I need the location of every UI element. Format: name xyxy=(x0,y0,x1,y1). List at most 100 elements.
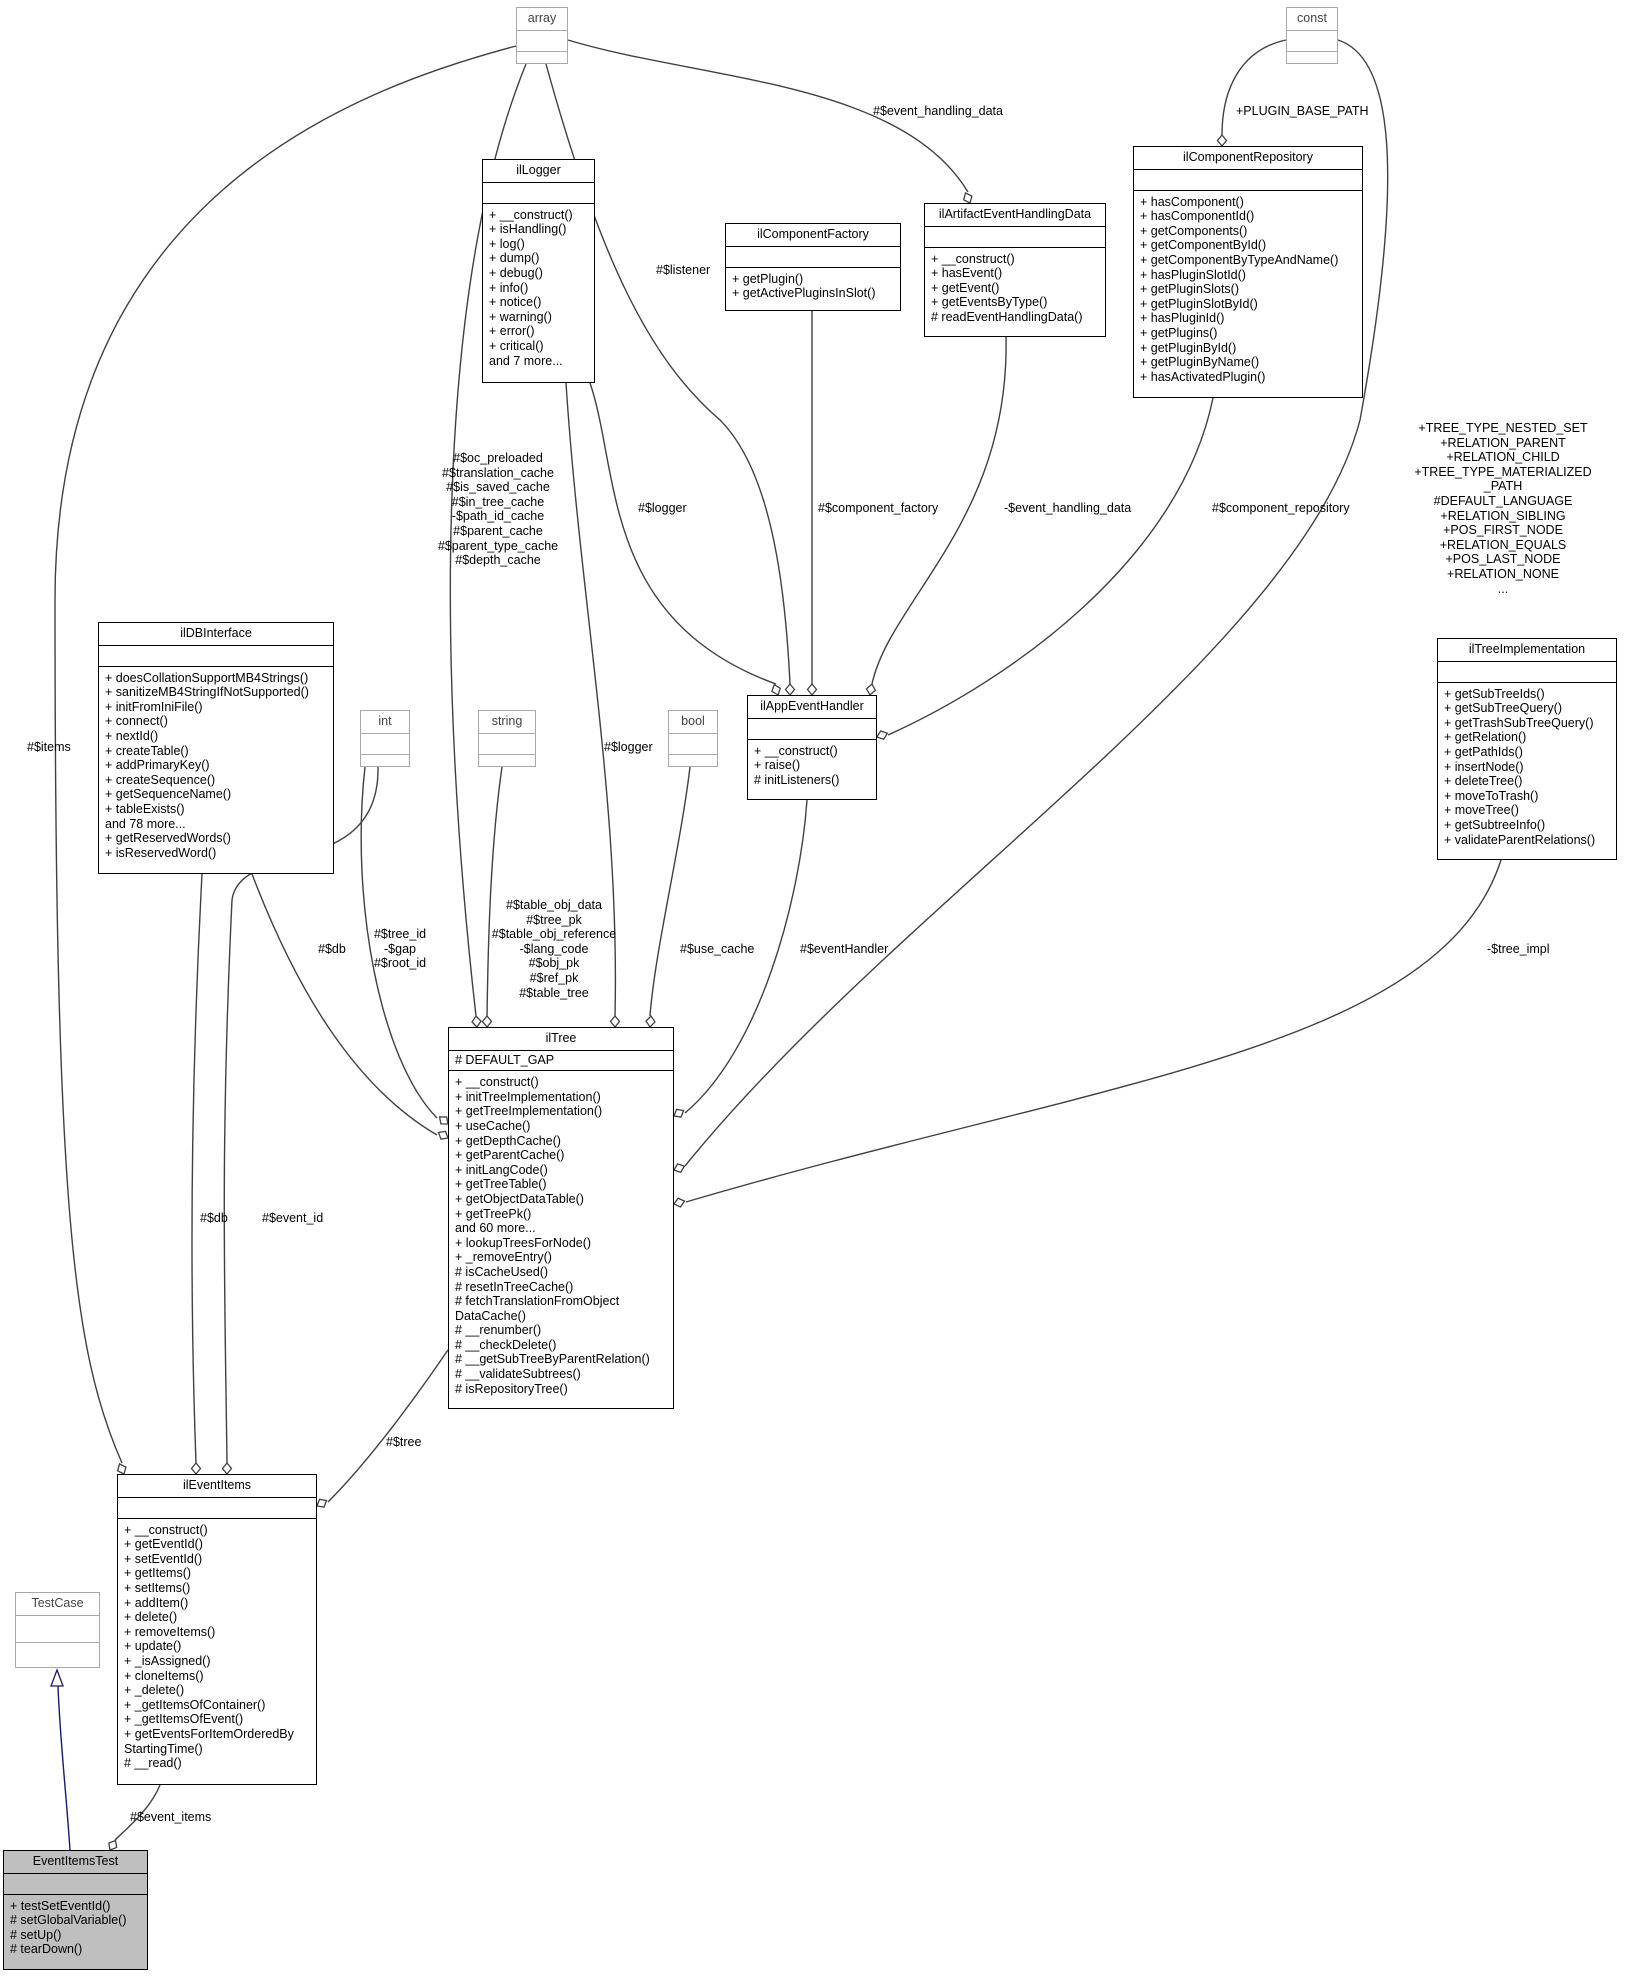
node-ildbinterface[interactable]: ilDBInterface + doesCollationSupportMB4S… xyxy=(98,622,334,874)
edge-label-line: +TREE_TYPE_NESTED_SET xyxy=(1418,421,1588,435)
edge-plugin-base-path-diamond xyxy=(1216,133,1228,148)
node-title: ilDBInterface xyxy=(180,626,252,640)
edge-db-items xyxy=(191,873,203,1464)
edge-label-items: #$items xyxy=(27,740,71,754)
class-method: + getEventsForItemOrderedBy xyxy=(124,1726,294,1741)
class-method: + getComponentByTypeAndName() xyxy=(1140,252,1339,267)
node-bool[interactable]: bool xyxy=(668,710,718,767)
edge-tree-constants-diamond xyxy=(673,1163,686,1174)
class-method: StartingTime() xyxy=(124,1741,203,1756)
method-section: + doesCollationSupportMB4Strings()+ sani… xyxy=(99,665,333,861)
edge-label-line: #$tree_id xyxy=(373,927,427,941)
edge-label-tree-impl: -$tree_impl xyxy=(1487,942,1550,956)
class-method: # __getSubTreeByParentRelation() xyxy=(455,1352,650,1367)
class-method: + delete() xyxy=(124,1610,178,1625)
class-method: + __construct() xyxy=(124,1522,208,1537)
method-section: + hasComponent()+ hasComponentId()+ getC… xyxy=(1134,189,1362,385)
edge-label-line: #$table_obj_data xyxy=(506,898,602,912)
class-method: + getEventsByType() xyxy=(931,295,1048,310)
edge-label-int-fields: #$tree_id-$gap#$root_id xyxy=(360,927,440,971)
class-method: + log() xyxy=(489,236,525,251)
node-title: ilTree xyxy=(545,1031,577,1045)
edge-event-handling-data-private-diamond xyxy=(865,683,877,697)
edge-label-line: #$is_saved_cache xyxy=(446,480,550,495)
attribute-section xyxy=(99,644,333,666)
class-method: + getEvent() xyxy=(931,280,1000,295)
edge-label-event-handling-data-private: -$event_handling_data xyxy=(1004,501,1132,515)
node-illogger[interactable]: ilLogger + __construct()+ isHandling()+ … xyxy=(482,159,595,383)
node-title: ilLogger xyxy=(516,163,561,177)
node-title: int xyxy=(378,714,392,728)
edge-label-line: #$root_id xyxy=(373,956,427,971)
edge-label-line: +TREE_TYPE_MATERIALIZED xyxy=(1414,464,1592,479)
edge-label-event-handler: #$eventHandler xyxy=(800,942,889,956)
class-attribute: # DEFAULT_GAP xyxy=(455,1052,555,1067)
class-method: + lookupTreesForNode() xyxy=(455,1235,592,1250)
edge-label-line: -$lang_code xyxy=(519,941,589,956)
class-method: + tableExists() xyxy=(105,801,185,816)
node-array[interactable]: array xyxy=(516,7,568,64)
class-method: + raise() xyxy=(754,758,801,773)
node-ilcomponentfactory[interactable]: ilComponentFactory + getPlugin()+ getAct… xyxy=(725,223,901,311)
edge-label-line: +RELATION_NONE xyxy=(1447,566,1559,581)
class-method: and 78 more... xyxy=(105,816,186,831)
class-method: + useCache() xyxy=(455,1118,531,1133)
edge-label-caches: #$oc_preloaded#$translation_cache#$is_sa… xyxy=(430,451,566,568)
edge-int-fields-diamond xyxy=(438,1116,449,1125)
method-section: + getPlugin()+ getActivePluginsInSlot() xyxy=(726,266,900,301)
edge-event-handling-data-private xyxy=(871,336,1007,685)
node-string[interactable]: string xyxy=(478,710,536,767)
edge-label-line: +POS_LAST_NODE xyxy=(1445,552,1561,567)
node-ilappeventhandler[interactable]: ilAppEventHandler + __construct()+ raise… xyxy=(747,695,877,800)
class-method: + _removeEntry() xyxy=(455,1250,552,1265)
edge-component-repository-diamond xyxy=(876,730,889,741)
method-section: + __construct()+ raise()# initListeners(… xyxy=(748,738,876,788)
class-method: + getTrashSubTreeQuery() xyxy=(1444,715,1594,730)
edge-items-diamond xyxy=(116,1463,127,1475)
edge-label-line: #$parent_type_cache xyxy=(437,538,559,553)
node-iltree[interactable]: ilTree # DEFAULT_GAP + __construct()+ in… xyxy=(448,1027,674,1409)
class-method: + error() xyxy=(489,324,535,339)
edge-tree-impl xyxy=(685,859,1502,1203)
edge-label-component-factory: #$component_factory xyxy=(818,501,939,515)
edge-label-line: #$parent_cache xyxy=(453,523,543,538)
class-method: + getTreeTable() xyxy=(455,1177,547,1192)
class-method: + getComponents() xyxy=(1140,223,1248,238)
class-method: # isCacheUsed() xyxy=(455,1264,549,1279)
edge-label-line: ... xyxy=(1497,581,1509,596)
class-method: and 60 more... xyxy=(455,1221,536,1236)
edge-label-line: #$obj_pk xyxy=(528,956,580,971)
class-method: + connect() xyxy=(105,714,168,729)
edge-event-handling-data xyxy=(567,39,969,193)
method-section: + __construct()+ hasEvent()+ getEvent()+… xyxy=(925,246,1105,325)
class-method: # initListeners() xyxy=(754,772,840,787)
node-ilartifactdata[interactable]: ilArtifactEventHandlingData + __construc… xyxy=(924,203,1106,337)
node-iltreeimplementation[interactable]: ilTreeImplementation + getSubTreeIds()+ … xyxy=(1437,638,1617,860)
class-method: + getReservedWords() xyxy=(105,831,231,846)
class-method: + getDepthCache() xyxy=(455,1133,561,1148)
class-method: + getPathIds() xyxy=(1444,744,1523,759)
edge-items xyxy=(54,45,517,1464)
edge-label-line: _PATH xyxy=(1483,479,1523,494)
edge-component-factory-diamond xyxy=(806,682,818,697)
attribute-section xyxy=(925,225,1105,247)
class-method: + getActivePluginsInSlot() xyxy=(732,286,876,301)
node-title: ilTreeImplementation xyxy=(1468,642,1586,656)
node-int[interactable]: int xyxy=(360,710,410,767)
node-ilcomponentrepository[interactable]: ilComponentRepository + hasComponent()+ … xyxy=(1133,146,1363,398)
edge-label-line: #$in_tree_cache xyxy=(451,494,545,509)
edge-label-db-tree: #$db xyxy=(318,942,346,956)
node-ileventitems[interactable]: ilEventItems + __construct()+ getEventId… xyxy=(117,1474,317,1785)
class-method: + update() xyxy=(124,1639,182,1654)
class-method: # __renumber() xyxy=(455,1323,542,1338)
node-const[interactable]: const xyxy=(1286,7,1338,64)
node-testcase[interactable]: TestCase xyxy=(15,1592,100,1668)
class-method: + isHandling() xyxy=(489,222,567,237)
class-method: + dump() xyxy=(489,251,540,266)
edge-db-tree-diamond xyxy=(437,1130,449,1140)
method-section: + __construct()+ initTreeImplementation(… xyxy=(449,1070,673,1396)
edge-label-line: #$translation_cache xyxy=(442,465,554,480)
attribute-section xyxy=(4,1872,147,1894)
edge-logger-handler-diamond xyxy=(771,683,782,696)
node-eventitemstest[interactable]: EventItemsTest + testSetEventId()# setGl… xyxy=(3,1850,148,1970)
